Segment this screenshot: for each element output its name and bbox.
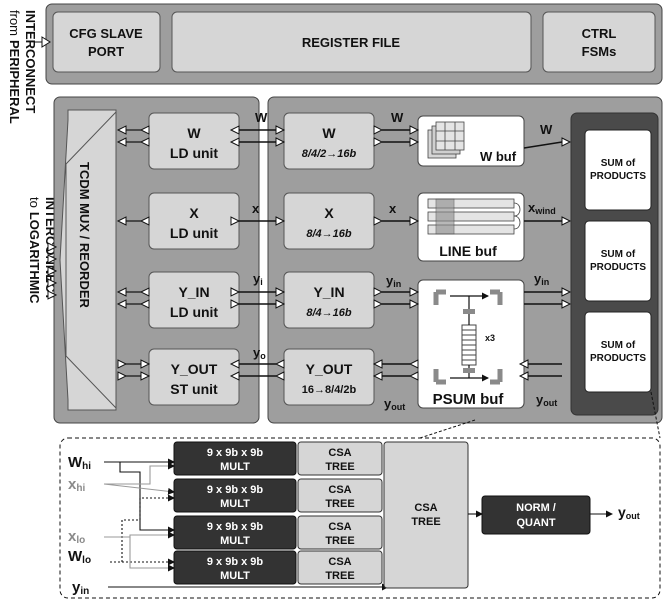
input-xhi-label: xhi <box>68 476 85 494</box>
input-wlo-label: Wlo <box>68 548 91 566</box>
norm-quant-block <box>481 495 591 535</box>
svg-text:9 x 9b x 9b: 9 x 9b x 9b <box>207 447 264 459</box>
svg-text:8/4→16b: 8/4→16b <box>306 228 352 240</box>
w-stream-label-1: W <box>255 110 268 125</box>
load-units: W LD unit X LD unit Y_IN LD unit Y_OUT S… <box>148 112 240 406</box>
register-file-label: REGISTER FILE <box>302 35 401 50</box>
svg-text:Y_IN: Y_IN <box>178 284 209 300</box>
svg-text:CSA: CSA <box>328 484 351 496</box>
svg-text:CSA: CSA <box>328 447 351 459</box>
svg-text:9 x 9b x 9b: 9 x 9b x 9b <box>207 556 264 568</box>
svg-text:9 x 9b x 9b: 9 x 9b x 9b <box>207 521 264 533</box>
psum-buf-label: PSUM buf <box>433 391 505 408</box>
svg-text:PRODUCTS: PRODUCTS <box>590 262 646 273</box>
svg-text:PRODUCTS: PRODUCTS <box>590 353 646 364</box>
cfg-label-line2: PORT <box>88 44 124 59</box>
svg-text:ST unit: ST unit <box>170 381 218 397</box>
csa-final-line2: TREE <box>411 516 440 528</box>
svg-text:Y_OUT: Y_OUT <box>171 361 218 377</box>
svg-text:MULT: MULT <box>220 535 250 547</box>
cfg-label-line1: CFG SLAVE <box>69 26 143 41</box>
svg-text:W: W <box>322 125 336 141</box>
norm-line1: NORM / <box>516 502 556 514</box>
yin-stream-label-a: yin <box>386 273 401 289</box>
svg-text:CSA: CSA <box>328 556 351 568</box>
cfg-slave-port <box>52 11 161 73</box>
tcdm-mux-label: TCDM MUX / REORDER <box>77 162 92 309</box>
svg-text:TREE: TREE <box>325 570 354 582</box>
csa-trees: CSA TREE CSA TREE CSA TREE CSA TREE <box>297 441 383 585</box>
svg-text:SUM of: SUM of <box>601 249 636 260</box>
svg-text:INTERCONNECT: INTERCONNECT <box>23 10 38 113</box>
svg-text:9 x 9b x 9b: 9 x 9b x 9b <box>207 484 264 496</box>
svg-text:X: X <box>324 205 334 221</box>
svg-text:LD unit: LD unit <box>170 145 219 161</box>
yo-stream-label: yo <box>253 345 266 361</box>
w-stream-label-2: W <box>391 110 404 125</box>
csa-final-line1: CSA <box>414 502 437 514</box>
svg-text:toLOGARITHMIC: toLOGARITHMIC <box>27 197 42 304</box>
converters: W 8/4/2→16b X 8/4→16b Y_IN 8/4→16b Y_OUT… <box>283 112 375 406</box>
mux-ports <box>116 125 151 381</box>
svg-text:MULT: MULT <box>220 498 250 510</box>
yin-stream-label-b: yin <box>534 271 549 287</box>
svg-text:X: X <box>189 205 199 221</box>
yi-stream-label: yi <box>253 271 263 287</box>
input-xlo-label: xlo <box>68 528 85 546</box>
input-whi-label: Whi <box>68 454 91 472</box>
yout-stream-label-a: yout <box>384 396 405 412</box>
sop-detail-panel <box>59 437 661 599</box>
svg-text:SUM of: SUM of <box>601 340 636 351</box>
output-yout-label: yout <box>618 504 640 521</box>
peripheral-port-arrow <box>34 36 51 48</box>
norm-line2: QUANT <box>516 517 555 529</box>
svg-text:8/4→16b: 8/4→16b <box>306 307 352 319</box>
w-buf-cube-icon <box>427 121 465 159</box>
svg-text:MULT: MULT <box>220 570 250 582</box>
xwind-stream-label: xwind <box>528 200 556 216</box>
svg-text:W: W <box>187 125 201 141</box>
psum-buf-register-icon <box>433 289 503 385</box>
svg-text:SUM of: SUM of <box>601 158 636 169</box>
interconnect-ports <box>47 242 58 300</box>
ctrl-label-line2: FSMs <box>582 44 617 59</box>
x-stream-label-1: x <box>252 201 260 216</box>
x-stream-label-2: x <box>389 201 397 216</box>
svg-text:LD unit: LD unit <box>170 225 219 241</box>
yout-stream-label-b: yout <box>536 392 557 408</box>
svg-text:TREE: TREE <box>325 461 354 473</box>
svg-text:fromPERIPHERAL: fromPERIPHERAL <box>7 10 22 124</box>
svg-text:MULT: MULT <box>220 461 250 473</box>
line-buf-label: LINE buf <box>439 243 497 259</box>
csa-tree-final <box>383 441 469 589</box>
register-file <box>171 11 532 73</box>
svg-text:CSA: CSA <box>328 521 351 533</box>
ctrl-fsms <box>542 11 656 73</box>
peripheral-interconnect-label: fromPERIPHERAL INTERCONNECT <box>7 10 38 124</box>
sum-of-products-blocks: SUM of PRODUCTS SUM of PRODUCTS SUM of P… <box>584 129 652 393</box>
logarithmic-interconnect-label: toLOGARITHMIC INTERCONNECT <box>27 197 58 304</box>
line-buf-rows-icon <box>427 198 521 235</box>
svg-text:Y_OUT: Y_OUT <box>306 361 353 377</box>
zoom-line-right <box>650 391 661 439</box>
svg-text:LD unit: LD unit <box>170 304 219 320</box>
svg-text:16→8/4/2b: 16→8/4/2b <box>302 384 357 396</box>
svg-text:PRODUCTS: PRODUCTS <box>590 171 646 182</box>
svg-text:TREE: TREE <box>325 498 354 510</box>
svg-text:TREE: TREE <box>325 535 354 547</box>
psum-x3-label: x3 <box>485 333 495 343</box>
svg-text:Y_IN: Y_IN <box>313 284 344 300</box>
w-buf-label: W buf <box>480 149 517 164</box>
mult-blocks: 9 x 9b x 9b MULT 9 x 9b x 9b MULT 9 x 9b… <box>173 441 297 585</box>
input-yin-label: yin <box>72 579 89 597</box>
w-stream-label-3: W <box>540 122 553 137</box>
svg-text:8/4/2→16b: 8/4/2→16b <box>302 148 357 160</box>
ctrl-label-line1: CTRL <box>582 26 617 41</box>
